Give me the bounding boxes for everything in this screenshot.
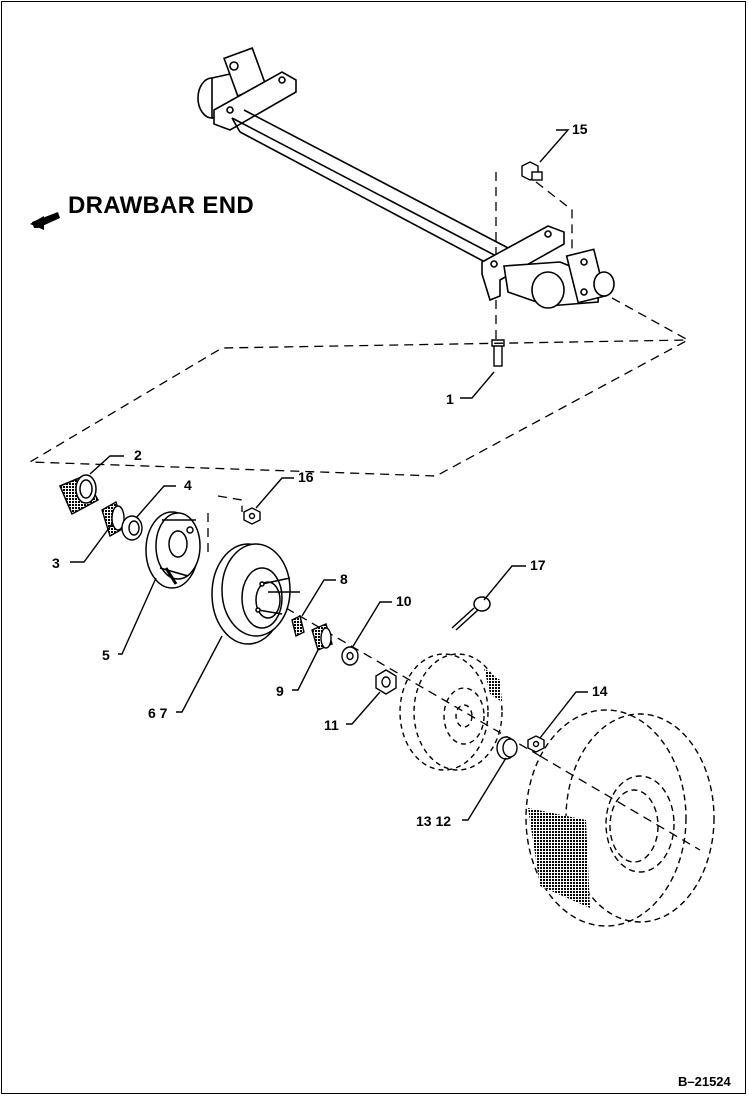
callout-13-12: 13 12 bbox=[416, 813, 451, 829]
callout-5: 5 bbox=[102, 647, 110, 663]
callout-16: 16 bbox=[298, 469, 314, 485]
callout-17: 17 bbox=[530, 557, 546, 573]
callout-1: 1 bbox=[446, 391, 454, 407]
part-5-brake-assembly bbox=[145, 511, 201, 589]
callout-14: 14 bbox=[592, 683, 608, 699]
callout-6-7: 6 7 bbox=[148, 705, 168, 721]
part-12-13-hub-cap bbox=[496, 736, 518, 760]
part-11-castle-nut bbox=[375, 669, 397, 695]
wheel-rim bbox=[399, 653, 503, 771]
callout-11: 11 bbox=[324, 717, 339, 733]
callout-8: 8 bbox=[340, 571, 348, 587]
part-10-washer bbox=[341, 646, 359, 666]
callout-leaders bbox=[70, 129, 588, 821]
part-14-lug-nut bbox=[527, 735, 545, 753]
part-1-bolt bbox=[491, 339, 505, 367]
axle-assembly bbox=[197, 47, 615, 309]
part-17-cotter-pin bbox=[451, 596, 491, 631]
figure-reference-number: B–21524 bbox=[678, 1074, 731, 1089]
tire bbox=[525, 709, 715, 927]
wheel-rim-shading bbox=[484, 668, 502, 702]
tire-tread-shading bbox=[528, 808, 590, 908]
callout-9: 9 bbox=[276, 683, 284, 699]
callout-3: 3 bbox=[52, 555, 60, 571]
part-3-bearing-cone bbox=[101, 500, 125, 538]
part-15-bolt bbox=[521, 161, 543, 181]
callout-10: 10 bbox=[396, 593, 412, 609]
callout-4: 4 bbox=[184, 477, 192, 493]
part-8-bearing-cup bbox=[291, 614, 305, 638]
drawbar-end-heading: DRAWBAR END bbox=[68, 192, 254, 219]
callout-2: 2 bbox=[134, 447, 142, 463]
part-2-bearing-cup bbox=[59, 474, 100, 516]
part-9-bearing-cone bbox=[311, 623, 333, 651]
part-16-nut bbox=[243, 507, 261, 525]
part-4-seal bbox=[121, 515, 143, 541]
arrow-left-down-icon bbox=[30, 212, 60, 230]
callout-15: 15 bbox=[572, 121, 588, 137]
part-6-7-hub-drum bbox=[211, 543, 300, 645]
